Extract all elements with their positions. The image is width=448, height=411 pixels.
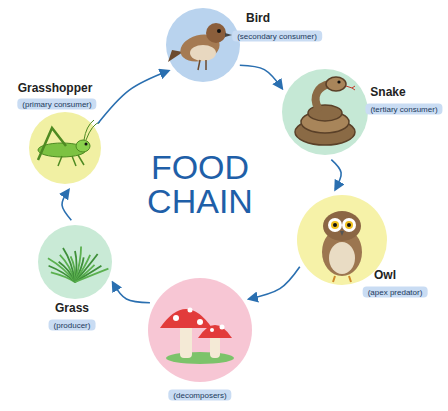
organism-name: Grasshopper	[18, 81, 93, 95]
bird-drawing	[168, 23, 232, 70]
food-chain-circle: Bird(secondary consumer)	[166, 8, 240, 82]
role-tag: (decomposers)	[168, 390, 231, 401]
food-chain-circle: Snake(tertiary consumer)	[282, 69, 368, 155]
decomposer-ground	[148, 278, 252, 382]
flow-arrow	[62, 190, 71, 220]
flow-arrow	[113, 283, 150, 303]
food-chain-circle: Grass(producer)	[38, 225, 112, 299]
grass-drawing	[48, 247, 108, 282]
flow-arrow	[249, 267, 300, 299]
food-chain-circle: (decomposers)	[148, 278, 252, 382]
role-tag: (tertiary consumer)	[365, 104, 442, 115]
organism-name: Grass	[55, 301, 89, 315]
organism-name: Bird	[246, 11, 270, 25]
organism-name: Snake	[370, 85, 405, 99]
grass-ground	[38, 225, 112, 299]
flow-arrow	[331, 160, 341, 190]
snake-ground	[282, 69, 368, 155]
mushroom-drawing	[160, 308, 234, 365]
owl-ground	[297, 195, 387, 285]
flow-arrow	[240, 65, 282, 88]
diagram-title: FOOD CHAIN	[136, 150, 264, 218]
role-tag: (apex predator)	[363, 287, 428, 298]
food-chain-circle: Grasshopper(primary consumer)	[29, 112, 101, 184]
role-tag: (producer)	[49, 320, 96, 331]
grasshopper-drawing	[38, 120, 100, 166]
role-tag: (primary consumer)	[17, 99, 96, 110]
bird-ground	[166, 8, 240, 82]
flow-arrow	[98, 71, 169, 124]
role-tag: (secondary consumer)	[232, 31, 322, 42]
owl-drawing	[322, 211, 362, 282]
food-chain-circle: Owl(apex predator)	[297, 195, 387, 285]
snake-drawing	[295, 77, 355, 145]
organism-name: Owl	[374, 268, 396, 282]
grasshopper-ground	[29, 112, 101, 184]
